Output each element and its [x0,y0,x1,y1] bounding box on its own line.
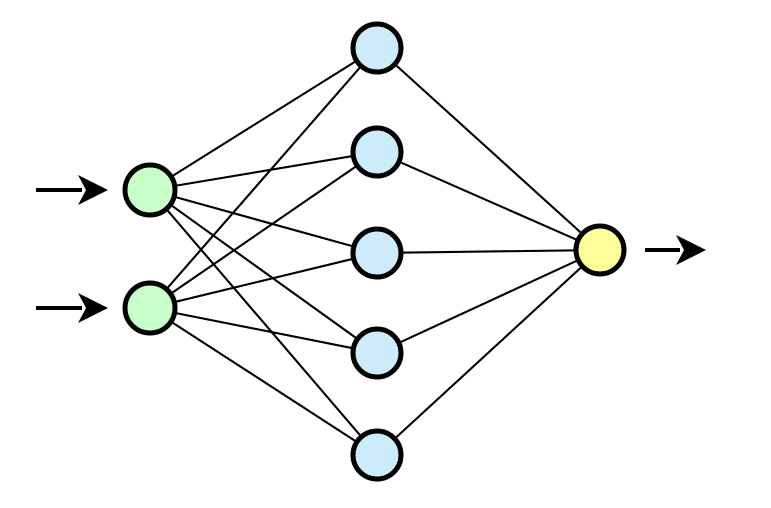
edge-h1-to-o1 [391,61,586,237]
edge-i2-to-h3 [170,256,358,304]
edge-h5-to-o1 [391,263,586,442]
input-arrow-top [36,175,108,205]
edge-h4-to-o1 [395,257,582,346]
input-arrow-bottom-head-icon [78,293,108,323]
neuron-nodes-group [122,21,627,482]
hidden-neuron-2[interactable] [350,125,404,179]
edge-i2-to-h1 [163,62,365,293]
edge-h2-to-o1 [395,159,582,243]
edge-i1-to-h4 [166,201,361,342]
input-arrow-top-head-icon [78,175,108,205]
input-neuron-1[interactable] [122,162,178,218]
output-neuron-1[interactable] [573,223,627,277]
edge-i2-to-h4 [170,311,358,350]
edge-i1-to-h1 [167,58,361,180]
edge-i2-to-h5 [167,318,361,445]
io-arrows-group [36,175,706,323]
output-arrow-head-icon [676,235,706,265]
edge-i2-to-h2 [167,162,361,297]
connection-edges-group [163,58,586,445]
hidden-neuron-1[interactable] [350,21,404,75]
edge-i1-to-h3 [170,194,358,249]
hidden-neuron-4[interactable] [350,326,404,380]
edge-h3-to-o1 [396,249,581,254]
hidden-neuron-3[interactable] [350,226,404,280]
edge-i1-to-h5 [163,205,365,441]
hidden-neuron-5[interactable] [350,428,404,482]
output-arrow [645,235,706,265]
input-arrow-bottom [36,293,108,323]
edge-i1-to-h2 [170,154,358,188]
input-neuron-2[interactable] [122,280,178,336]
